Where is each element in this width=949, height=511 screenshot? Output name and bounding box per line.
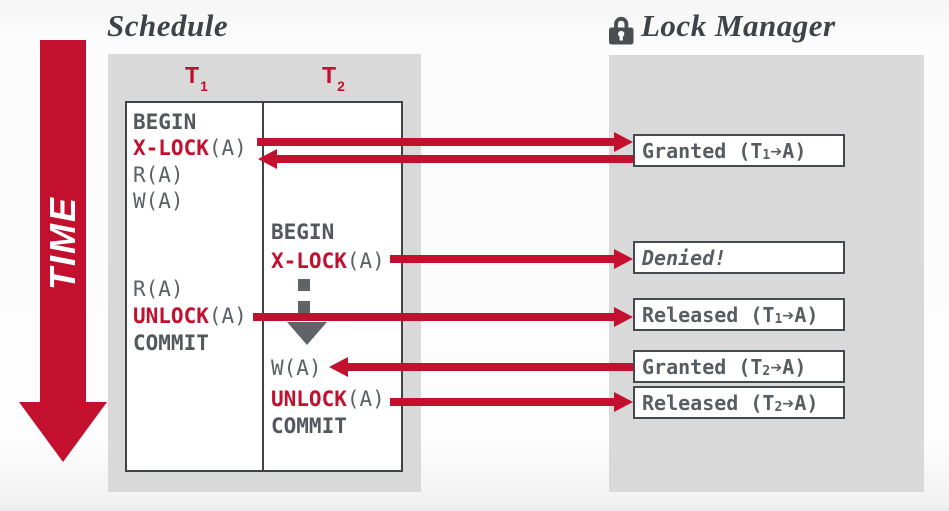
wait-dot-icon <box>298 279 310 291</box>
wait-dot-icon <box>298 301 310 313</box>
wait-arrow-down-icon <box>287 322 327 345</box>
t2-xlock: X-LOCK(A) <box>271 248 385 274</box>
granted-t1-post: ➔A) <box>770 138 807 163</box>
t2-unlock-keyword: UNLOCK <box>271 387 347 411</box>
granted-t2-text: Granted (T <box>642 354 763 379</box>
released-t2-text: Released (T <box>642 390 775 415</box>
t2-header-base: T <box>322 62 337 88</box>
t1-xlock-arg: (A) <box>208 136 247 160</box>
t2-unlock: UNLOCK(A) <box>271 386 385 412</box>
released-t1-post: ➔A) <box>782 302 819 327</box>
t1-commit-text: COMMIT <box>133 331 209 355</box>
t1-header-base: T <box>185 62 200 88</box>
t1-unlock-keyword: UNLOCK <box>133 304 209 328</box>
t2-unlock-arg: (A) <box>346 387 385 411</box>
t1-read-2: R(A) <box>133 277 184 301</box>
t2-commit: COMMIT <box>271 413 347 439</box>
lock-manager-title: Lock Manager <box>641 8 836 43</box>
released-t1-text: Released (T <box>642 302 775 327</box>
t2-write-1: W(A) <box>271 356 322 380</box>
t2-header-sub: 2 <box>337 77 345 94</box>
t1-write-1: W(A) <box>133 189 184 213</box>
released-t2-sub: 2 <box>774 400 783 415</box>
column-divider <box>262 101 264 472</box>
denied-text: Denied! <box>642 245 727 270</box>
time-arrow-head <box>19 402 107 462</box>
t2-begin: BEGIN <box>271 219 334 245</box>
schedule-title: Schedule <box>107 8 229 43</box>
t2-begin-text: BEGIN <box>271 220 335 244</box>
t1-xlock-keyword: X-LOCK <box>133 136 209 160</box>
denied-box: Denied! <box>633 241 845 274</box>
t2-column-header: T2 <box>322 62 345 94</box>
t1-read-1: R(A) <box>133 163 184 187</box>
time-arrow-shaft <box>40 40 86 403</box>
t2-xlock-arg: (A) <box>346 249 385 273</box>
t1-unlock-arg: (A) <box>208 304 247 328</box>
t2-xlock-keyword: X-LOCK <box>271 249 347 273</box>
t2-commit-text: COMMIT <box>271 414 347 438</box>
granted-t1-text: Granted (T <box>642 138 763 163</box>
t1-commit: COMMIT <box>133 330 209 356</box>
granted-t2-post: ➔A) <box>770 354 807 379</box>
lock-icon <box>608 15 634 49</box>
t1-column-header: T1 <box>185 62 208 94</box>
granted-t1-sub: 1 <box>762 148 771 163</box>
t1-begin: BEGIN <box>133 109 196 135</box>
granted-t2-sub: 2 <box>762 364 771 379</box>
t1-header-sub: 1 <box>200 77 208 94</box>
released-t1-sub: 1 <box>774 312 783 327</box>
time-label: TIME <box>42 196 83 290</box>
t1-unlock: UNLOCK(A) <box>133 303 247 329</box>
t1-begin-text: BEGIN <box>133 110 197 134</box>
t1-xlock: X-LOCK(A) <box>133 135 247 161</box>
released-t2-post: ➔A) <box>782 390 819 415</box>
